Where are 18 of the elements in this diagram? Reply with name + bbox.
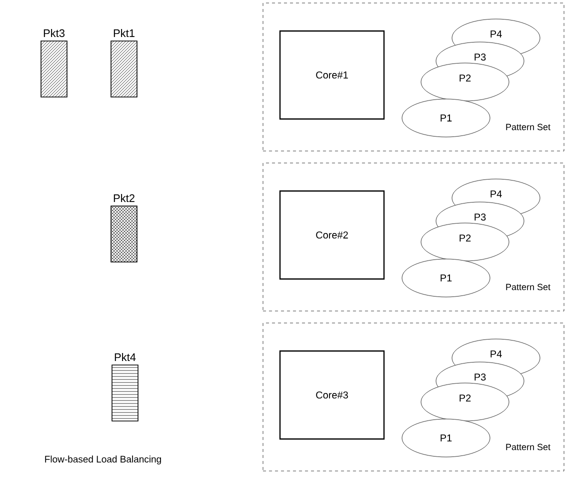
core-box: Core#1: [279, 30, 385, 120]
core-box: Core#2: [279, 190, 385, 280]
packet-bar: Pkt3: [40, 29, 68, 98]
pattern-set-label: Pattern Set: [506, 284, 550, 290]
node-label: Pkt4: [114, 353, 136, 362]
caption: Flow-based Load Balancing: [45, 456, 161, 464]
packet-bar: Pkt1: [110, 29, 138, 98]
dashed-panel: [262, 162, 564, 312]
node-label: Pkt1: [114, 29, 134, 38]
dashed-panel: [262, 2, 564, 152]
core-box: Core#3: [279, 350, 385, 440]
pattern-set-label: Pattern Set: [506, 444, 550, 450]
packet-bar: Pkt2: [110, 194, 138, 262]
pattern-set-label: Pattern Set: [506, 124, 550, 130]
dashed-panel: [262, 322, 564, 472]
packet-bar: Pkt4: [112, 353, 138, 422]
node-label: Pkt3: [44, 28, 65, 38]
node-label: Pkt2: [114, 194, 134, 202]
